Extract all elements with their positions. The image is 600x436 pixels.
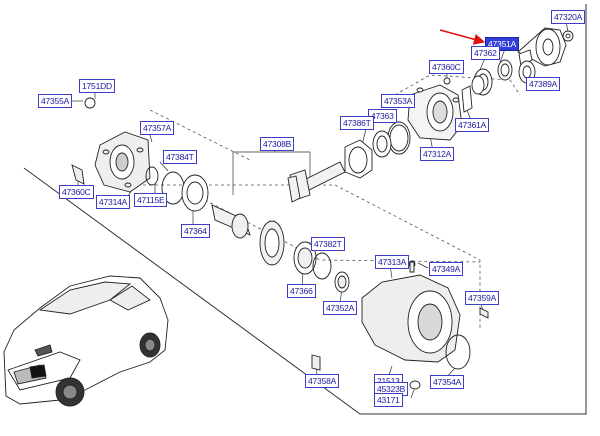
main-housing-drawing xyxy=(311,260,489,390)
part-label[interactable]: 47389A xyxy=(526,77,561,91)
part-label[interactable]: 47357A xyxy=(140,121,175,135)
part-label[interactable]: 47362 xyxy=(471,46,500,60)
part-label[interactable]: 47360C xyxy=(59,185,94,199)
part-label[interactable]: 47355A xyxy=(38,94,73,108)
bearing-set-drawing xyxy=(344,121,411,179)
part-label[interactable]: 47382T xyxy=(311,237,345,251)
part-label[interactable]: 47313A xyxy=(375,255,410,269)
part-label[interactable]: 47360C xyxy=(429,60,464,74)
seal-rings-drawing xyxy=(145,166,209,212)
part-label[interactable]: 43171 xyxy=(374,393,403,407)
part-label[interactable]: 47353A xyxy=(381,94,416,108)
part-label[interactable]: 47115E xyxy=(134,193,168,207)
ring-gear-drawing xyxy=(211,204,350,293)
part-label[interactable]: 1751DD xyxy=(79,79,115,93)
transfer-housing-drawing xyxy=(407,84,463,141)
part-label[interactable]: 47364 xyxy=(181,224,210,238)
part-label[interactable]: 47354A xyxy=(430,375,465,389)
pinion-gear-drawing xyxy=(287,161,346,203)
part-label[interactable]: 47384T xyxy=(163,150,197,164)
part-label[interactable]: 47320A xyxy=(551,10,586,24)
part-label[interactable]: 47366 xyxy=(287,284,316,298)
pointer-arrow-icon xyxy=(439,29,486,45)
part-label[interactable]: 47308B xyxy=(260,137,295,151)
frame-outline xyxy=(23,4,587,415)
part-label[interactable]: 47386T xyxy=(340,116,374,130)
part-label[interactable]: 47352A xyxy=(323,301,358,315)
part-label[interactable]: 47312A xyxy=(420,147,455,161)
part-label[interactable]: 47358A xyxy=(305,374,340,388)
vehicle-illustration-icon xyxy=(3,275,169,407)
output-flange-drawing xyxy=(443,27,574,113)
part-label[interactable]: 47359A xyxy=(465,291,500,305)
part-label[interactable]: 47314A xyxy=(96,195,131,209)
part-label[interactable]: 47349A xyxy=(429,262,464,276)
part-label[interactable]: 47361A xyxy=(455,118,490,132)
end-cover-drawing xyxy=(71,97,151,193)
